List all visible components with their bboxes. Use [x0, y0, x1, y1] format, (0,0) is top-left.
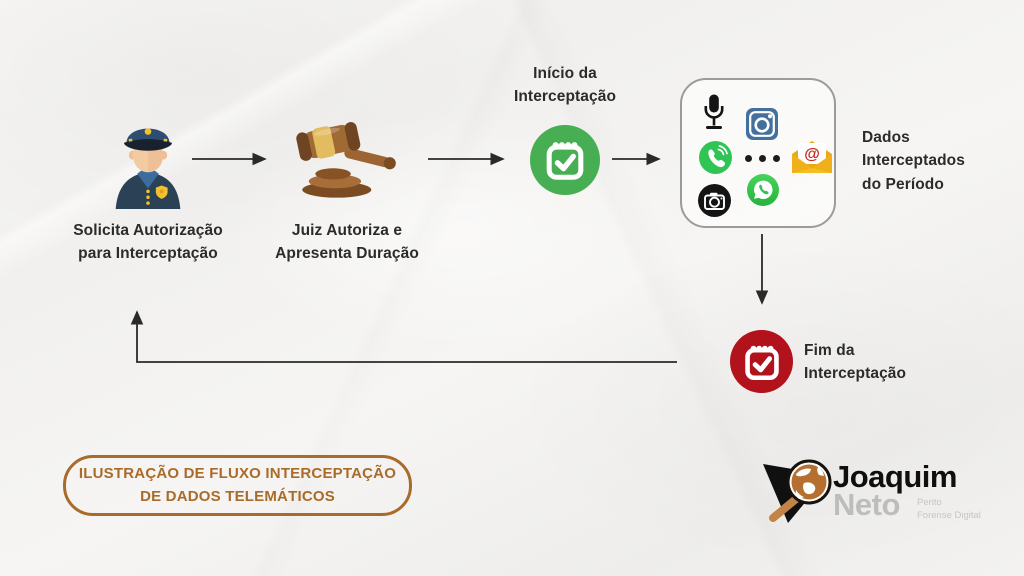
arrow-loop-back: [130, 310, 677, 363]
calendar-check-icon: [546, 142, 584, 180]
brand-tagline: Perito Forense Digital: [917, 497, 981, 522]
microphone-icon: [704, 94, 724, 129]
police-officer-icon: [115, 128, 181, 209]
whatsapp-icon: [747, 174, 779, 206]
intercepted-apps-box: @: [680, 78, 836, 228]
instagram-icon: [746, 108, 778, 140]
camera-icon: [698, 184, 731, 217]
caption-line-2: DE DADOS TELEMÁTICOS: [140, 487, 335, 505]
ellipsis-icon: [745, 155, 780, 162]
logo-magnifier-globe-icon: [763, 459, 832, 523]
caption-box: ILUSTRAÇÃO DE FLUXO INTERCEPTAÇÃO DE DAD…: [63, 455, 412, 516]
email-at-icon: @: [792, 141, 832, 173]
label-intercepted-data: Dados Interceptados do Período: [862, 129, 965, 193]
label-judge-authorizes: Juiz Autoriza e Apresenta Duração: [275, 222, 419, 263]
brand-name-last: Neto: [833, 487, 900, 522]
label-request-authorization: Solicita Autorização para Interceptação: [73, 222, 223, 263]
brand-name-first: Joaquim: [833, 459, 957, 494]
start-calendar-badge: [530, 125, 600, 195]
gavel-icon: [296, 122, 396, 198]
at-symbol: @: [804, 146, 820, 163]
caption-line-1: ILUSTRAÇÃO DE FLUXO INTERCEPTAÇÃO: [78, 465, 397, 482]
label-start-interception: Início da Interceptação: [513, 65, 617, 106]
phone-call-icon: [699, 141, 732, 174]
end-calendar-badge: [730, 330, 793, 393]
calendar-check-icon: [744, 345, 779, 380]
label-end-interception: Fim da Interceptação: [804, 342, 907, 383]
